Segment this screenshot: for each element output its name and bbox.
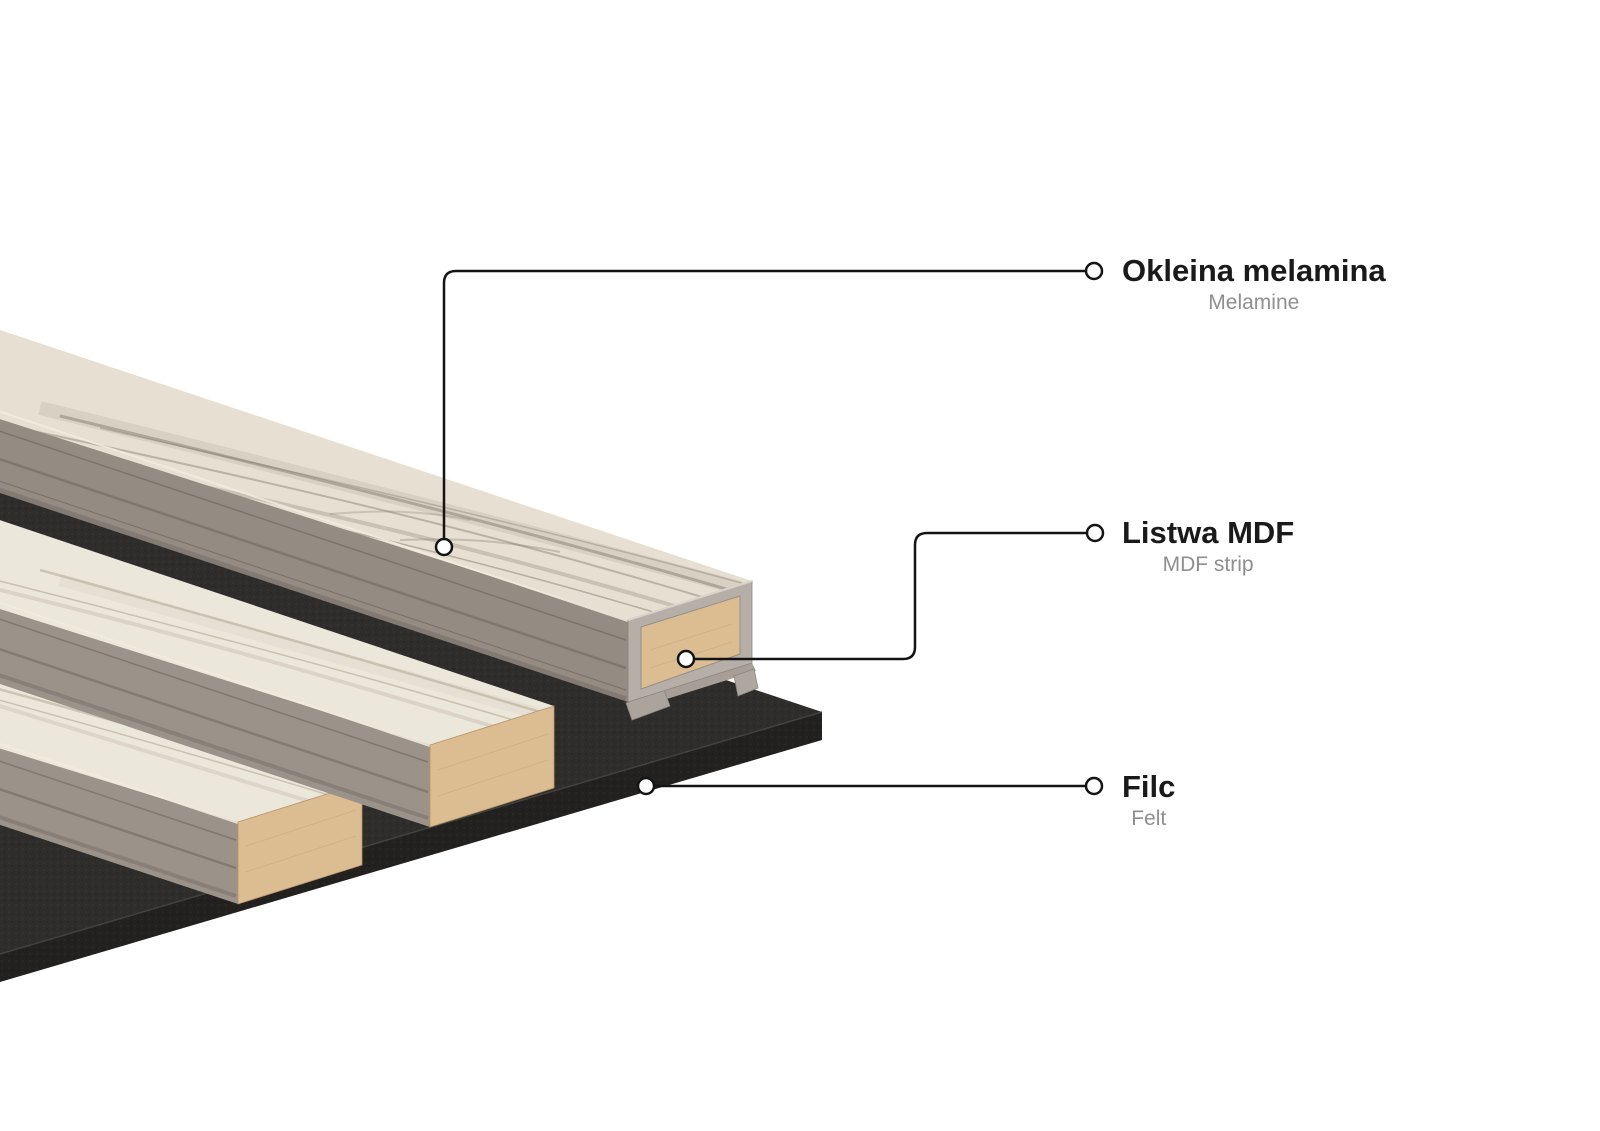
slat-2-end-fiber-lines [437, 733, 549, 797]
callout-dot-felt-label [1084, 776, 1104, 796]
label-title-melamine: Okleina melamina [1122, 253, 1386, 288]
label-title-mdf: Listwa MDF [1122, 515, 1295, 550]
slat-2-end-mdf-face [429, 705, 555, 828]
slat-1-front-grain [0, 417, 627, 702]
slat-2-front-grain [0, 605, 429, 820]
label-subtitle-mdf: MDF strip [1162, 553, 1254, 576]
felt-front-texture [0, 712, 822, 982]
callout-dot-felt-source [636, 776, 656, 796]
slat-2 [0, 520, 555, 828]
callout-line-melamine [442, 269, 1086, 539]
label-subtitle-felt: Felt [1131, 807, 1167, 830]
slat-1-end-mdf-core [640, 595, 741, 690]
slat-3-arris-highlight [0, 742, 239, 824]
slat-2-arris-highlight [0, 601, 431, 747]
slat-1-end-top-edge-highlight [627, 580, 753, 621]
slat-2-top-grain [0, 568, 542, 732]
callout-dots [434, 261, 1105, 796]
melamine-peel-flap-right [733, 668, 759, 697]
slat-2-front-face [0, 601, 430, 827]
slat-2-top-face [0, 520, 554, 745]
callout-dot-mdf-label [1085, 523, 1105, 543]
felt-front-arris [0, 711, 823, 955]
callout-line-mdf [694, 531, 1087, 661]
callout-dot-melamine-source [434, 537, 454, 557]
label-title-felt: Filc [1122, 769, 1176, 804]
callout-lines [442, 269, 1087, 788]
slat-1-top-face-melamine-veneer [0, 330, 752, 620]
slat-3-end-mdf-face [237, 782, 363, 905]
slat-3-front-face [0, 742, 238, 904]
label-subtitle-melamine: Melamine [1208, 291, 1300, 314]
callout-dot-mdf-source [676, 649, 696, 669]
callout-dot-melamine-label [1084, 261, 1104, 281]
callout-label-melamine: Okleina melamina Melamine [1122, 253, 1386, 315]
slat-1 [0, 330, 759, 721]
slat-3-front-grain [0, 747, 237, 898]
slat-3-end-fiber-lines [245, 809, 357, 873]
callout-label-mdf: Listwa MDF MDF strip [1122, 515, 1294, 577]
slat-1-front-face [0, 410, 628, 702]
callout-label-felt: Filc Felt [1122, 769, 1175, 831]
slat-1-arris-highlight [0, 410, 629, 622]
